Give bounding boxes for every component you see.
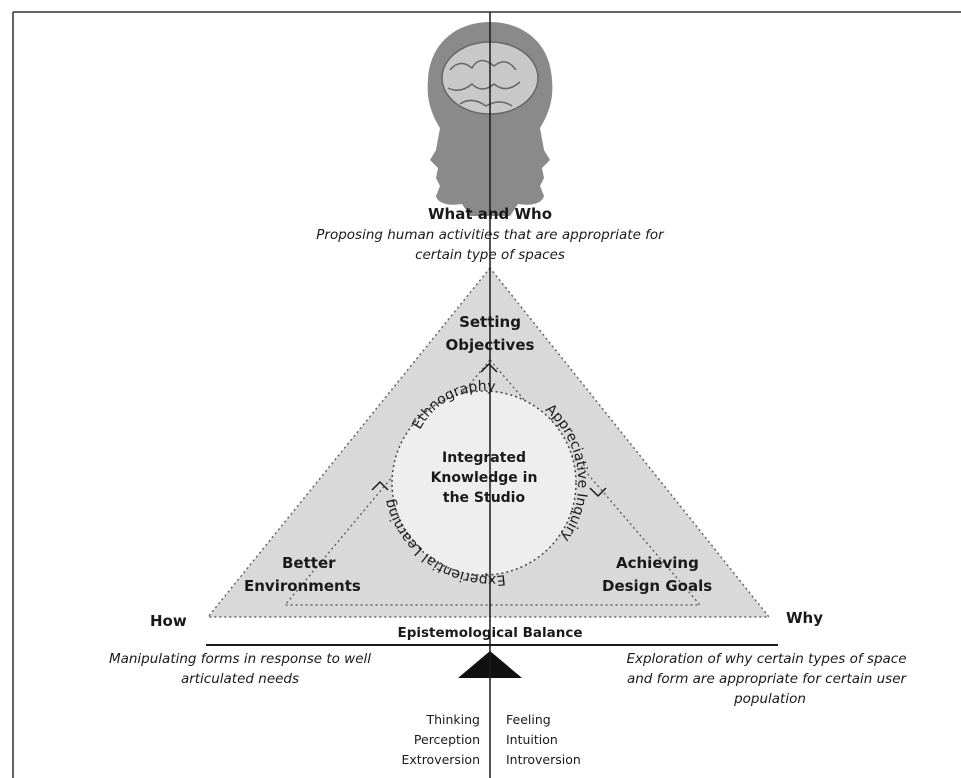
better-environments-line2: Environments	[244, 577, 361, 595]
trait-right-3: Introversion	[506, 752, 581, 767]
achieving-design-goals-line1: Achieving	[616, 554, 699, 572]
up-chevron-icon	[480, 362, 498, 373]
how-description-line2: articulated needs	[180, 671, 300, 687]
trait-left-1: Thinking	[426, 712, 480, 727]
why-description-line2: and form are appropriate for certain use…	[626, 671, 907, 687]
center-label-line2: Knowledge in	[430, 470, 538, 486]
trait-right-1: Feeling	[506, 712, 551, 727]
better-environments-line1: Better	[282, 554, 336, 572]
trait-left-2: Perception	[413, 732, 480, 747]
epistemological-balance-label: Epistemological Balance	[397, 625, 583, 641]
how-label: How	[150, 612, 187, 630]
why-description-line1: Exploration of why certain types of spac…	[626, 651, 907, 667]
what-and-who-subtitle-1: Proposing human activities that are appr…	[316, 227, 664, 243]
center-label-line3: the Studio	[442, 490, 526, 506]
how-description-line1: Manipulating forms in response to well	[108, 651, 372, 667]
setting-objectives-line1: Setting	[459, 313, 521, 331]
achieving-design-goals-line2: Design Goals	[602, 577, 713, 595]
center-label-line1: Integrated	[442, 450, 526, 466]
trait-right-2: Intuition	[506, 732, 558, 747]
inner-triangle	[283, 358, 702, 606]
knowledge-circle	[391, 390, 577, 576]
what-and-who-subtitle-2: certain type of spaces	[415, 247, 565, 263]
why-label: Why	[786, 609, 824, 627]
why-description-line3: population	[734, 691, 806, 707]
left-chevron-icon	[371, 480, 389, 491]
right-chevron-icon	[589, 487, 607, 498]
setting-objectives-line2: Objectives	[445, 336, 535, 354]
what-and-who-title: What and Who	[427, 205, 553, 223]
trait-left-3: Extroversion	[401, 752, 481, 767]
